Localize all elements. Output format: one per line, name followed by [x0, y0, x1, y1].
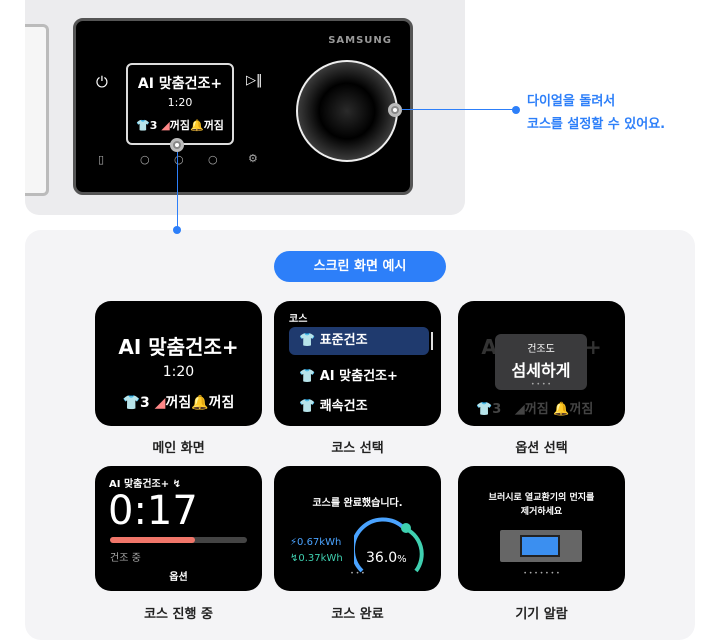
status-text: 건조 중 [110, 553, 141, 564]
card-label: 코스 진행 중 [144, 607, 213, 622]
popup-title: 건조도 [527, 344, 555, 355]
scrollbar[interactable] [431, 332, 433, 350]
card-label: 메인 화면 [152, 441, 205, 456]
card-label: 옵션 선택 [515, 441, 568, 456]
list-item-selected[interactable]: 👕 표준건조 [289, 327, 429, 355]
shirt-icon: 👕 [136, 119, 150, 132]
eco-icon: ↯ [290, 553, 299, 564]
card-main-screen: AI 맞춤건조+ 1:20 👕3 ◢꺼짐🔔꺼짐 [95, 301, 262, 426]
remaining-time: 0:17 [108, 488, 198, 534]
level: 3 [140, 395, 150, 411]
list-item[interactable]: 👕 쾌속건조 [299, 399, 368, 414]
alarm-message: 제거하세요 [520, 507, 563, 517]
shirt-icon: 👕 [122, 395, 141, 411]
section-title: 스크린 화면 예시 [274, 251, 446, 282]
control-panel: SAMSUNG ⏻ ▷‖ AI 맞춤건조+ 1:20 👕3 ◢꺼짐🔔꺼짐 ▯ ○… [73, 18, 413, 195]
iron-icon: ◢ [154, 395, 166, 411]
card-option-select: AI 맞춤건조+ 건조도 섬세하게 • • • • 👕3 ◢꺼짐 🔔꺼짐 [458, 301, 625, 426]
settings-icon[interactable]: ⚙ [248, 152, 258, 165]
option2: 꺼짐 [569, 402, 594, 417]
iron-icon: ◢ [161, 119, 170, 132]
card-course-complete: 코스를 완료했습니다. ⚡0.67kWh ↯0.37kWh 36.0% • • … [274, 466, 441, 591]
card-course-progress: AI 맞춤건조+ ↯ 0:17 건조 중 옵션 [95, 466, 262, 591]
appliance-edge [25, 24, 49, 196]
bell-icon: 🔔 [191, 395, 209, 411]
course-name: AI 맞춤건조+ [118, 335, 239, 359]
gauge-arc-used [354, 517, 406, 573]
option2-status: 꺼짐 [203, 119, 224, 132]
dial-marker [388, 103, 402, 117]
time: 1:20 [162, 364, 195, 380]
page-dots: • • • [350, 570, 365, 577]
quick-shirt-icon: 👕 [299, 399, 316, 414]
brand-logo: SAMSUNG [328, 35, 392, 46]
progress-fill [110, 537, 195, 543]
option1-status: 꺼짐 [169, 119, 190, 132]
brush-icon[interactable]: ▯ [98, 153, 105, 166]
bolt-icon: ⚡ [290, 537, 298, 548]
bell-icon: 🔔 [189, 119, 204, 132]
list-item[interactable]: 👕 AI 맞춤건조+ [299, 369, 398, 384]
course-name: AI 맞춤건조+ [137, 76, 223, 92]
popup-value: 섬세하게 [511, 361, 571, 380]
option-popup[interactable]: 건조도 섬세하게 • • • • [495, 334, 587, 390]
shirt-icon: 👕 [299, 333, 316, 348]
callout-dot [512, 106, 520, 114]
card-label: 코스 완료 [331, 607, 384, 622]
screen-marker [170, 138, 184, 152]
energy-saved: 0.37kWh [298, 553, 343, 564]
callout-line [402, 109, 515, 110]
screen-callout-dot [173, 226, 181, 234]
alarm-message: 브러시로 열교환기의 먼지를 [488, 493, 595, 503]
option-button-3[interactable]: ○ [208, 153, 218, 166]
shirt-icon: 👕 [476, 402, 493, 417]
eco-icon: ↯ [172, 479, 181, 490]
card-label: 기기 알람 [515, 607, 568, 622]
complete-message: 코스를 완료했습니다. [312, 498, 403, 509]
saving-value: 36.0 [366, 550, 398, 566]
option-button[interactable]: 옵션 [169, 572, 188, 583]
option-button-2[interactable]: ○ [174, 153, 184, 166]
heat-exchanger-illustration [500, 530, 582, 562]
saving-unit: % [397, 554, 407, 565]
screen-callout-line [177, 147, 178, 230]
page-dots: • • • • • • • [523, 570, 560, 577]
power-icon[interactable]: ⏻ [96, 73, 108, 91]
list-header: 코스 [289, 314, 308, 325]
option1: 꺼짐 [165, 395, 192, 411]
level: 3 [492, 402, 502, 417]
saving-gauge [354, 517, 424, 573]
option2: 꺼짐 [208, 395, 235, 411]
page-dots: • • • • [531, 381, 551, 388]
remaining-time: 1:20 [167, 96, 193, 109]
dry-level: 3 [149, 119, 158, 132]
energy-used: 0.67kWh [297, 537, 342, 548]
course-name: AI 맞춤건조+ [109, 479, 170, 490]
gauge-marker [401, 523, 411, 533]
display-screen: AI 맞춤건조+ 1:20 👕3 ◢꺼짐🔔꺼짐 [126, 63, 234, 145]
option-button-1[interactable]: ○ [140, 153, 150, 166]
progress-bar [110, 537, 247, 543]
card-course-select: 코스 👕 표준건조 👕 AI 맞춤건조+ 👕 쾌속건조 [274, 301, 441, 426]
option1: 꺼짐 [524, 402, 549, 417]
ai-shirt-icon: 👕 [299, 369, 316, 384]
card-label: 코스 선택 [331, 441, 384, 456]
play-pause-icon[interactable]: ▷‖ [246, 73, 263, 88]
course-dial[interactable] [296, 60, 398, 162]
